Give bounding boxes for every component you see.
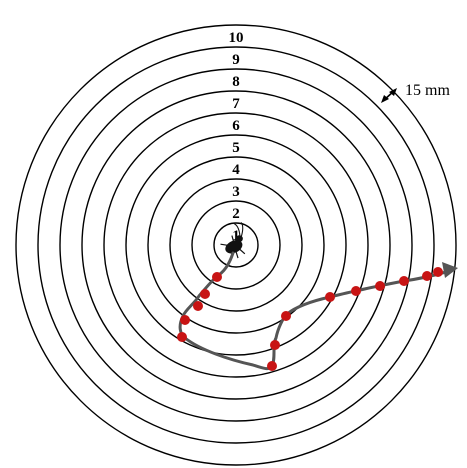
track-marker bbox=[422, 271, 432, 281]
ring-2 bbox=[191, 200, 281, 290]
arrowhead-icon bbox=[389, 88, 397, 96]
ring-10 bbox=[15, 24, 457, 466]
track-marker bbox=[193, 301, 203, 311]
arrowhead-icon bbox=[442, 262, 458, 278]
track-marker bbox=[433, 267, 443, 277]
track-marker bbox=[180, 315, 190, 325]
ring-3 bbox=[169, 178, 303, 312]
track-marker bbox=[270, 340, 280, 350]
ring-7 bbox=[81, 90, 391, 400]
track-marker bbox=[375, 281, 385, 291]
ring-label-10: 10 bbox=[229, 30, 244, 46]
ring-label-3: 3 bbox=[232, 184, 240, 200]
ring-5 bbox=[125, 134, 347, 356]
scale-indicator: 15 mm bbox=[381, 82, 450, 103]
track-marker bbox=[212, 272, 222, 282]
track-marker bbox=[267, 361, 277, 371]
track-marker bbox=[177, 332, 187, 342]
ring-number-labels: 1 2 3 4 5 6 7 8 9 10 bbox=[229, 30, 244, 244]
track-marker bbox=[200, 289, 210, 299]
ring-label-4: 4 bbox=[232, 162, 240, 178]
ring-9 bbox=[37, 46, 435, 444]
track-marker bbox=[281, 311, 291, 321]
ring-label-5: 5 bbox=[232, 140, 240, 156]
concentric-rings bbox=[15, 24, 457, 466]
track-marker bbox=[325, 292, 335, 302]
ring-label-2: 2 bbox=[232, 206, 240, 222]
ring-label-1: 1 bbox=[232, 228, 240, 244]
ring-label-7: 7 bbox=[232, 96, 240, 112]
ring-8 bbox=[59, 68, 413, 422]
ring-1 bbox=[213, 222, 259, 268]
ring-4 bbox=[147, 156, 325, 334]
track-marker bbox=[399, 276, 409, 286]
track-marker bbox=[351, 286, 361, 296]
track-markers bbox=[177, 267, 443, 371]
ring-label-8: 8 bbox=[232, 74, 240, 90]
scale-label: 15 mm bbox=[405, 82, 450, 99]
ring-6 bbox=[103, 112, 369, 378]
arrowhead-icon bbox=[381, 95, 389, 103]
ring-label-9: 9 bbox=[232, 52, 240, 68]
ring-label-6: 6 bbox=[232, 118, 240, 134]
